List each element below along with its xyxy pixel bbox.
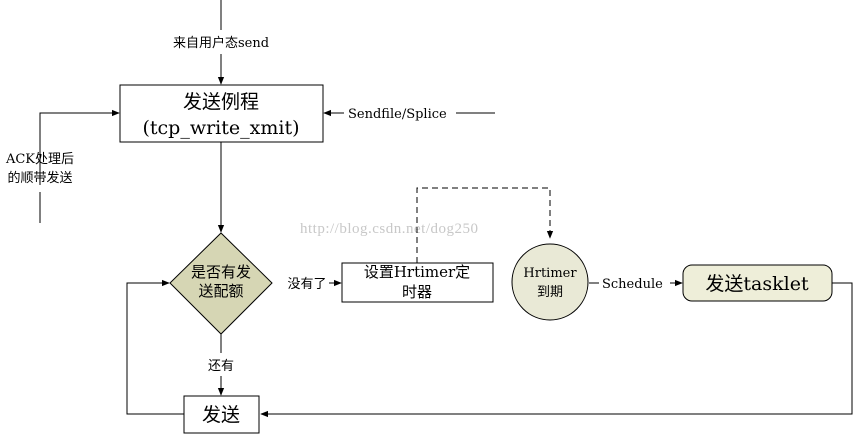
arrow-tasklet-to-send: [260, 282, 853, 418]
send-routine-title: 发送例程: [183, 91, 259, 113]
schedule-label: Schedule: [602, 277, 663, 292]
has-quota-label: 还有: [208, 359, 234, 374]
decision-line1: 是否有发: [191, 263, 251, 281]
hrtimer-expire-circle: [511, 243, 589, 321]
ack-label-line2: 的顺带发送: [7, 170, 72, 186]
send-routine-box: [119, 84, 324, 143]
arrow-ack: [39, 109, 120, 185]
no-quota-label: 没有了: [287, 277, 326, 292]
hrtimer-circle-line1: Hrtimer: [523, 266, 577, 281]
ack-label-line1: ACK处理后: [5, 152, 74, 167]
set-hrtimer-line1: 设置Hrtimer定: [364, 263, 470, 281]
hrtimer-circle-line2: 到期: [537, 285, 563, 300]
send-label: 发送: [202, 404, 240, 426]
decision-line2: 送配额: [198, 282, 243, 300]
tasklet-label: 发送tasklet: [705, 273, 809, 295]
arrow-send-loop: [126, 279, 184, 415]
user-send-label: 来自用户态send: [173, 35, 269, 51]
set-hrtimer-line2: 时器: [402, 283, 432, 301]
sendfile-label: Sendfile/Splice: [348, 107, 447, 122]
arrow-dashed-timer: [416, 187, 554, 263]
watermark-text: http://blog.csdn.net/dog250: [300, 221, 479, 237]
set-hrtimer-box: [341, 262, 494, 303]
send-routine-subtitle: (tcp_write_xmit): [142, 117, 299, 139]
